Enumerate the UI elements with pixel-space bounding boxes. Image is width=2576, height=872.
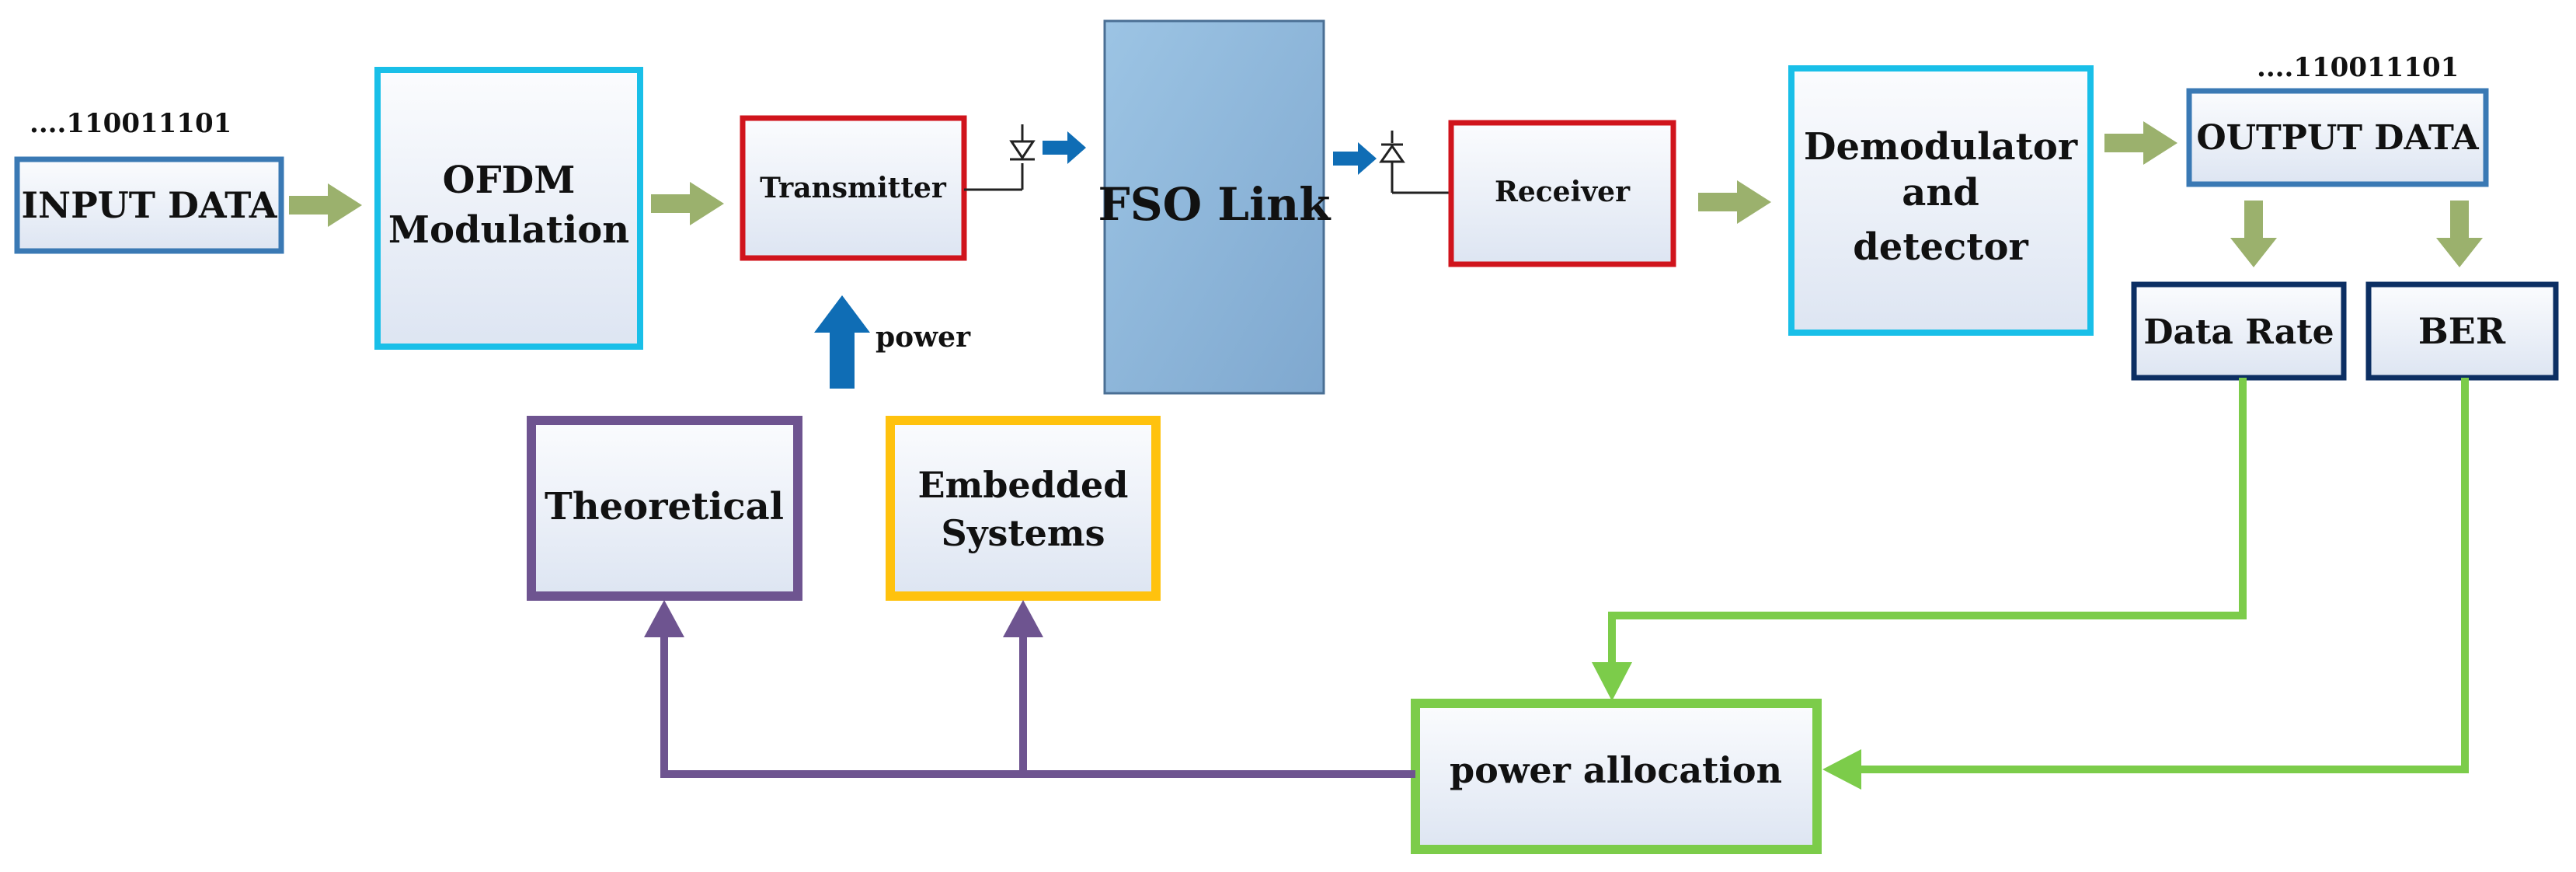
input-data-label: INPUT DATA <box>22 184 278 226</box>
output-data-block: OUTPUT DATA <box>2186 88 2489 187</box>
theoretical-block: Theoretical <box>527 416 802 601</box>
receiver-box <box>1448 120 1676 267</box>
transmitter-label: Transmitter <box>760 172 947 204</box>
power-label: power <box>875 321 971 354</box>
ofdm-label-line1: OFDM <box>443 159 576 202</box>
transmitter-block: Transmitter <box>740 115 967 261</box>
flow-arrow-ofdm-to-transmitter <box>651 182 724 225</box>
flow-arrow-output-to-data-rate <box>2230 201 2277 267</box>
receiver-block: Receiver <box>1448 120 1676 267</box>
embedded-systems-box <box>886 416 1161 601</box>
feedback-lines-purple <box>660 633 1415 778</box>
demodulator-box <box>1788 65 2094 336</box>
output-data-box <box>2186 88 2489 187</box>
theoretical-box <box>527 416 802 601</box>
purple-arrowhead-embedded <box>1003 600 1043 637</box>
demodulator-label-line2: and <box>1902 171 1979 215</box>
embedded-label-line1: Embedded <box>918 464 1129 506</box>
input-data-block: INPUT DATA <box>14 156 284 254</box>
theoretical-label: Theoretical <box>545 485 784 528</box>
demodulator-label-line1: Demodulator <box>1804 125 2078 169</box>
led-symbol-icon <box>964 124 1036 191</box>
data-rate-block: Data Rate <box>2131 281 2347 381</box>
transmit-light-arrow-icon <box>1043 131 1086 164</box>
data-rate-label: Data Rate <box>2143 312 2334 352</box>
ofdm-label-line2: Modulation <box>388 208 629 252</box>
fso-link-box <box>1103 19 1325 395</box>
feedback-arrowhead-left <box>1822 749 1861 790</box>
embedded-systems-block: Embedded Systems <box>886 416 1161 601</box>
power-up-arrow-icon <box>814 295 870 389</box>
fso-link-block: FSO Link <box>1098 19 1332 395</box>
embedded-label-line2: Systems <box>942 512 1105 554</box>
flow-arrow-demodulator-to-output <box>2104 121 2177 165</box>
ber-label: BER <box>2418 310 2506 352</box>
feedback-line-ber <box>1861 378 2469 773</box>
ber-block: BER <box>2365 281 2559 381</box>
power-allocation-box <box>1411 699 1822 854</box>
feedback-lines-green <box>1608 378 2469 773</box>
flow-arrow-input-to-ofdm <box>289 183 362 227</box>
fso-link-label: FSO Link <box>1098 178 1332 231</box>
flow-arrow-receiver-to-demodulator <box>1698 180 1771 224</box>
transmitter-box <box>740 115 967 261</box>
output-bits-label: ....110011101 <box>2257 52 2459 83</box>
feedback-arrowhead-down <box>1592 662 1632 701</box>
data-rate-box <box>2131 281 2347 381</box>
input-data-box <box>14 156 284 254</box>
ofdm-box <box>374 67 643 350</box>
receive-light-arrow-icon <box>1333 142 1377 175</box>
flow-arrow-output-to-ber <box>2436 201 2483 267</box>
feedback-line-data-rate <box>1608 378 2247 664</box>
power-allocation-block: power allocation <box>1411 699 1822 854</box>
ofdm-modulation-block: OFDM Modulation <box>374 67 643 350</box>
purple-arrowhead-theoretical <box>644 600 684 637</box>
demodulator-label-line3: detector <box>1853 225 2028 269</box>
power-allocation-label: power allocation <box>1450 749 1782 791</box>
output-data-label: OUTPUT DATA <box>2196 118 2479 158</box>
input-bits-label: ....110011101 <box>30 108 231 139</box>
demodulator-block: Demodulator and detector <box>1788 65 2094 336</box>
photodiode-symbol-icon <box>1379 131 1451 194</box>
receiver-label: Receiver <box>1495 176 1631 208</box>
